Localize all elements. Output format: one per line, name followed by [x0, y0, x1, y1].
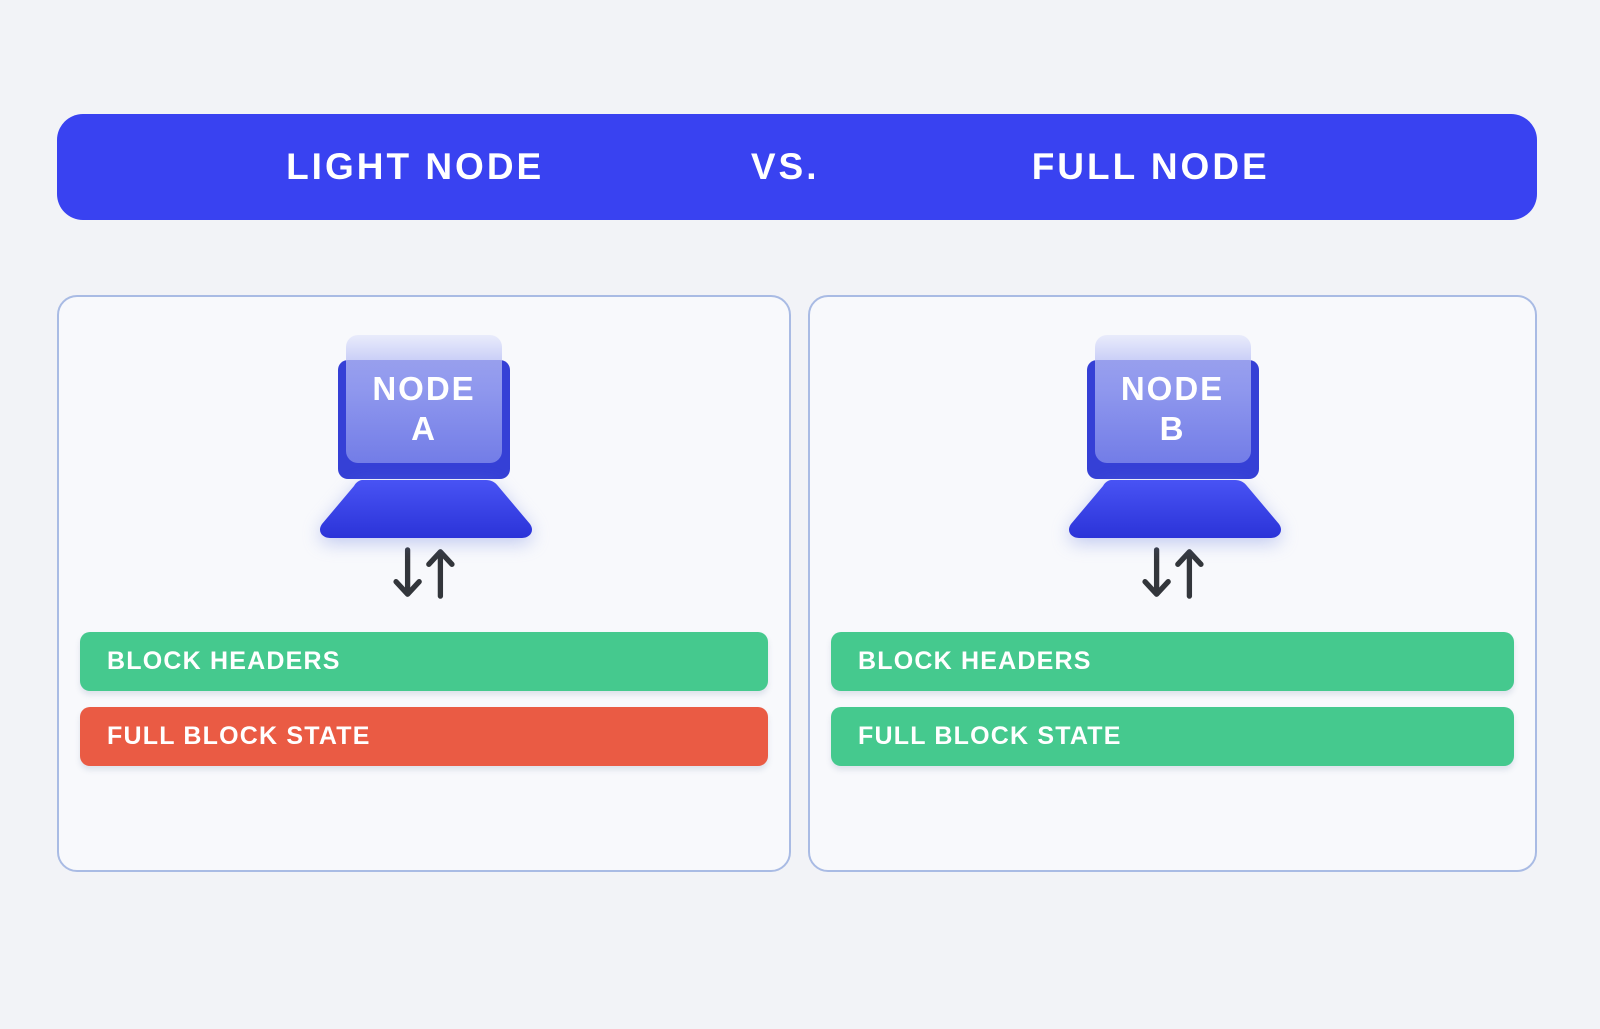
bar-label: FULL BLOCK STATE	[858, 722, 1122, 750]
laptop-screen: NODE B	[1094, 335, 1251, 463]
bar-block-headers: BLOCK HEADERS	[80, 632, 768, 691]
node-name-letter: B	[1159, 410, 1186, 447]
bar-full-block-state: FULL BLOCK STATE	[80, 707, 768, 766]
node-a-laptop-icon: NODE A	[314, 335, 534, 538]
panel-light-node: NODE A BLOCK HEADE	[57, 295, 791, 872]
laptop-screen: NODE A	[346, 335, 502, 463]
laptop-base	[1068, 480, 1281, 538]
bar-label: BLOCK HEADERS	[858, 647, 1092, 675]
sync-arrows-icon	[393, 547, 455, 599]
bar-full-block-state: FULL BLOCK STATE	[831, 707, 1514, 766]
node-name-letter: A	[411, 410, 437, 447]
node-name-label: NODE	[372, 370, 476, 407]
bar-block-headers: BLOCK HEADERS	[831, 632, 1514, 691]
bar-label: BLOCK HEADERS	[107, 647, 341, 675]
bar-label: FULL BLOCK STATE	[107, 722, 371, 750]
laptop-base	[319, 480, 533, 538]
node-name-label: NODE	[1120, 370, 1225, 407]
header-right-label: FULL NODE	[1031, 146, 1270, 187]
header-vs-label: VS.	[750, 146, 820, 187]
header-left-label: LIGHT NODE	[286, 146, 545, 187]
header-banner: LIGHT NODE VS. FULL NODE	[57, 114, 1537, 220]
panel-full-node: NODE B BLOCK HEADE	[808, 295, 1537, 872]
node-b-laptop-icon: NODE B	[1063, 335, 1283, 538]
sync-arrows-icon	[1141, 547, 1204, 599]
